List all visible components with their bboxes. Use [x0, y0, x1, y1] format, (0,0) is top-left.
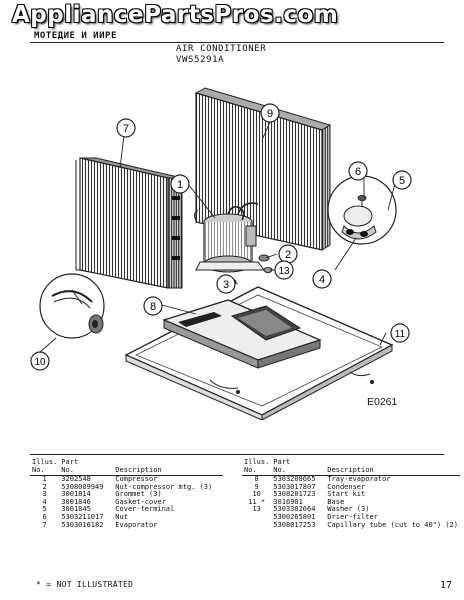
callout-1: 1: [170, 174, 190, 194]
col-part-no: No.: [59, 466, 114, 476]
col-illus-no: No.: [30, 466, 60, 476]
svg-text:11: 11: [395, 329, 406, 340]
col-part: Part: [61, 458, 79, 466]
col-illus: Illus.: [244, 458, 270, 466]
svg-text:13: 13: [278, 266, 290, 277]
footnote: * = NOT ILLUSTRATED: [36, 580, 134, 589]
evaporator-tray: [162, 299, 322, 369]
callout-2: 2: [278, 244, 298, 264]
callout-9: 9: [260, 103, 280, 123]
diagram-title: AIR CONDITIONER: [176, 44, 267, 54]
svg-text:2: 2: [285, 249, 291, 261]
svg-text:6: 6: [355, 166, 361, 178]
callout-13: 13: [274, 260, 294, 280]
svg-text:9: 9: [267, 108, 273, 120]
page-number: 17: [440, 580, 453, 591]
col-description: Description: [113, 466, 224, 476]
callout-5: 5: [392, 170, 412, 190]
exploded-parts-diagram: 1 2 3 4 5 6 7 8 9 10 11 13: [30, 87, 412, 420]
col-description: Description: [325, 466, 460, 476]
callout-11: 11: [390, 323, 410, 343]
callout-10: 10: [30, 351, 50, 371]
callout-7: 7: [116, 118, 136, 138]
svg-text:4: 4: [319, 274, 325, 286]
compressor: [195, 202, 265, 273]
svg-text:1: 1: [177, 179, 183, 191]
start-kit-detail: [39, 273, 105, 339]
svg-text:3: 3: [223, 279, 229, 291]
col-part-no: No.: [271, 466, 326, 476]
terminal-cover-detail: [327, 175, 397, 245]
svg-text:8: 8: [150, 301, 156, 313]
col-part: Part: [273, 458, 291, 466]
diagram-model: VWS5291A: [176, 55, 225, 65]
header-rule: [30, 42, 444, 43]
col-illus-no: No.: [242, 466, 272, 476]
svg-text:10: 10: [34, 357, 46, 368]
model-number: MOТЕДИЕ И ИИРЕ: [34, 31, 117, 41]
callout-3: 3: [216, 274, 236, 294]
evaporator-coil: [75, 157, 183, 289]
svg-text:7: 7: [123, 123, 129, 135]
col-illus: Illus.: [32, 458, 58, 466]
table-top-rule: [30, 454, 444, 455]
watermark: AppliancePartsPros.com: [12, 2, 339, 28]
drawing-code: E0261: [367, 396, 398, 408]
svg-text:5: 5: [399, 175, 405, 187]
callout-4: 4: [312, 269, 332, 289]
callout-6: 6: [348, 161, 368, 181]
callout-8: 8: [143, 296, 163, 316]
